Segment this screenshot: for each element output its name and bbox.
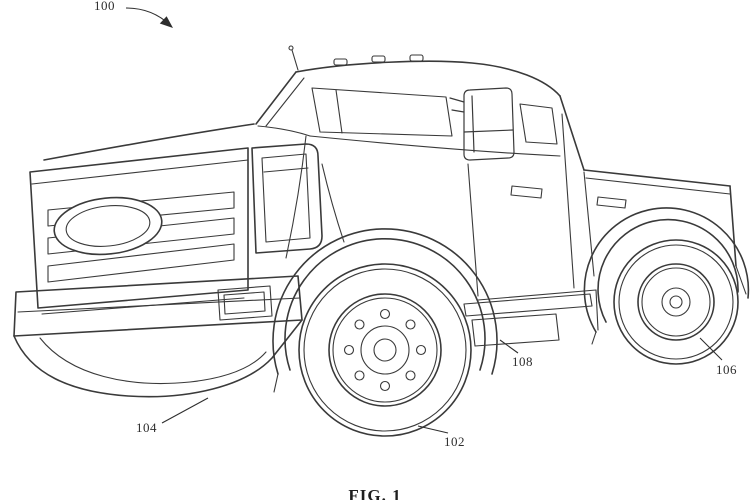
tow-mirror (449, 87, 515, 161)
roof-marker-light (409, 54, 424, 62)
ref-label-108: 108 (512, 354, 533, 369)
front-bumper (13, 275, 303, 398)
leader-104 (161, 397, 209, 424)
door-handle (510, 185, 543, 199)
hood-and-cab (43, 45, 585, 171)
lug-nuts (343, 308, 427, 392)
fender-flares (272, 135, 750, 393)
roof-marker-light (371, 55, 386, 63)
ref-label-106: 106 (716, 362, 737, 377)
figure-caption: FIG. 1 (348, 486, 402, 500)
headlight (251, 143, 323, 254)
side-windows (309, 87, 561, 157)
antenna-tip (288, 45, 294, 51)
cargo-bed (583, 169, 747, 295)
ref-label-100: 100 (94, 0, 115, 13)
door-handle (596, 196, 627, 209)
leader-100-arrowhead (159, 16, 173, 28)
leader-106 (699, 337, 723, 361)
rear-wheel (613, 239, 739, 365)
underbody-box (471, 313, 560, 347)
front-wheel (298, 263, 472, 437)
doors-and-rocker (463, 113, 627, 347)
leader-102 (417, 425, 449, 434)
front-grille (29, 147, 249, 315)
leader-lines (125, 7, 723, 434)
ref-label-104: 104 (136, 420, 157, 435)
ref-label-102: 102 (444, 434, 465, 449)
running-board (463, 293, 593, 317)
fog-light (217, 285, 273, 321)
antenna (291, 49, 299, 71)
roof-marker-light (333, 58, 348, 66)
oval-badge (53, 196, 163, 256)
leader-108 (499, 339, 519, 354)
